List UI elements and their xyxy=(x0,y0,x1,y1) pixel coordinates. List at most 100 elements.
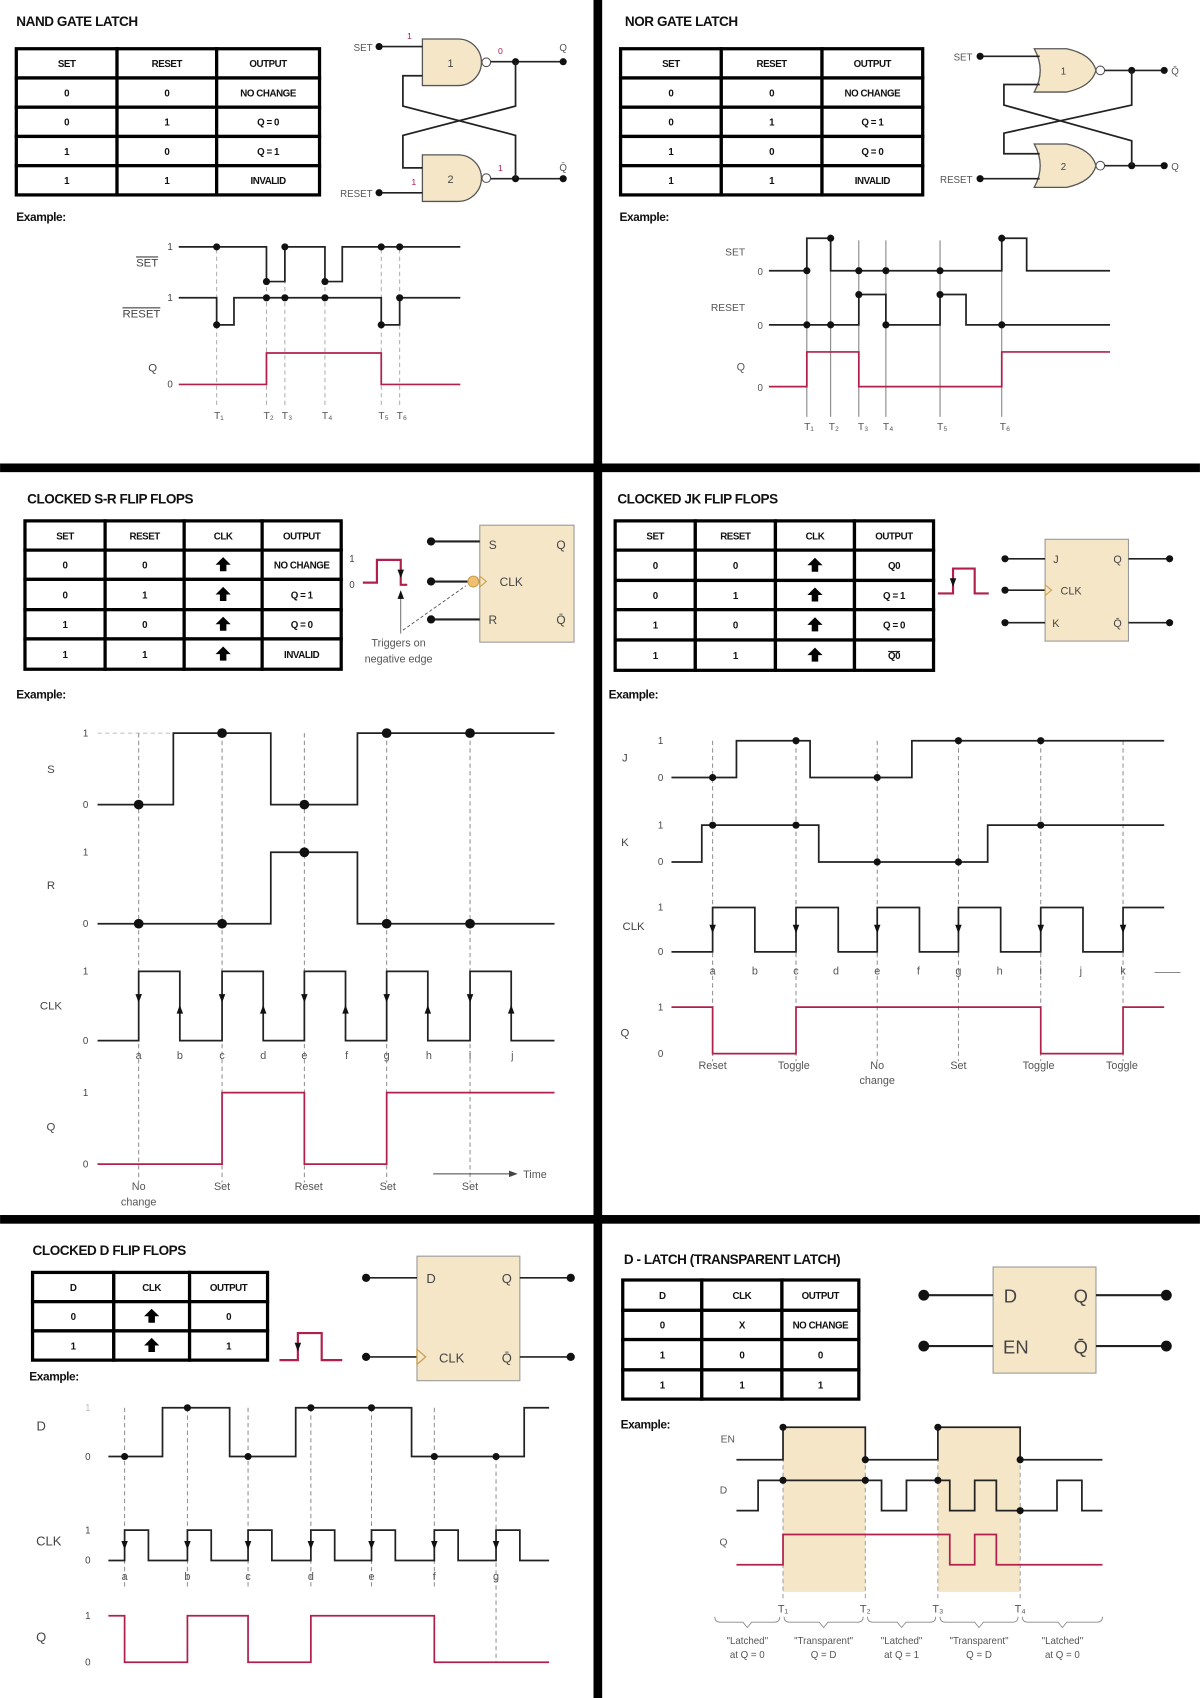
input-label-set: SET xyxy=(354,43,373,54)
table-cell xyxy=(852,548,936,583)
table-cell-text: NO CHANGE xyxy=(793,1321,850,1332)
junction-dot xyxy=(861,1476,869,1484)
rising-edge-arrow-icon xyxy=(383,994,390,1003)
junction-dot xyxy=(559,58,567,66)
junction-dot xyxy=(918,1340,930,1352)
table-cell xyxy=(780,1368,861,1401)
rising-edge-arrow-icon xyxy=(709,924,716,934)
output-label-q: Q xyxy=(1171,162,1179,173)
table-cell xyxy=(30,1300,116,1333)
time-tick: T₅ xyxy=(378,411,388,422)
table-cell xyxy=(23,637,107,671)
junction-dot xyxy=(934,1476,942,1484)
up-arrow-icon xyxy=(807,617,823,632)
signal-label: CLK xyxy=(36,1533,62,1548)
table-cell-text: Q = 0 xyxy=(257,118,280,129)
table-cell xyxy=(115,164,219,197)
table-cell-text: 0 xyxy=(668,88,674,99)
pin-clk: CLK xyxy=(500,575,523,589)
flip-flop-symbol xyxy=(1044,538,1130,642)
panel-title: CLOCKED JK FLIP FLOPS xyxy=(617,492,778,507)
phase-label: "Latched" xyxy=(726,1636,768,1647)
level-label: 0 xyxy=(658,773,664,784)
level-label: 1 xyxy=(167,242,172,253)
signal-label: Q xyxy=(719,1537,727,1548)
clock-edge-label: j xyxy=(1079,966,1082,978)
panel-title: CLOCKED D FLIP FLOPS xyxy=(33,1243,187,1258)
rising-edge-arrow-icon xyxy=(949,578,957,587)
table-cell xyxy=(852,638,936,672)
table-cell xyxy=(700,1368,784,1401)
clock-pulse-icon xyxy=(362,558,408,586)
waveform-s xyxy=(97,732,555,806)
table-header-cell xyxy=(820,47,925,80)
table-cell-text: 0 xyxy=(164,88,170,99)
clock-edge-label: i xyxy=(469,1050,471,1062)
junction-dot xyxy=(827,321,835,329)
rising-edge-arrow-icon xyxy=(244,1540,252,1550)
waveform-en xyxy=(736,1426,1103,1461)
junction-dot xyxy=(262,277,271,286)
waveform-clk xyxy=(108,1529,550,1562)
table-cell xyxy=(215,105,322,139)
pin-r: R xyxy=(488,613,497,627)
time-tick: T₄ xyxy=(322,411,332,422)
junction-dot xyxy=(855,267,863,275)
waveform-j xyxy=(671,739,1165,779)
table-cell-text: 0 xyxy=(733,561,739,572)
junction-dot xyxy=(133,799,144,810)
table-cell-text: Q = 1 xyxy=(291,590,314,601)
level-label: 0 xyxy=(658,857,664,868)
table-cell-text: 1 xyxy=(733,591,739,602)
junction-dot xyxy=(803,267,811,275)
junction-dot xyxy=(1037,737,1045,745)
clock-edge-label: b xyxy=(752,966,758,978)
pin-q: Q xyxy=(502,1271,512,1286)
table-cell xyxy=(260,637,343,671)
table-cell-text: Q = 1 xyxy=(883,591,906,602)
signal-label: J xyxy=(622,752,628,764)
phase-label: "Transparent" xyxy=(794,1636,854,1647)
signal-label: R xyxy=(47,880,55,892)
falling-edge-arrow-icon xyxy=(397,569,404,579)
nand-gate-icon xyxy=(421,154,482,203)
pin-q: Q xyxy=(556,538,565,552)
example-label: Example: xyxy=(621,1417,670,1431)
level-label: 0 xyxy=(83,1036,89,1047)
rising-edge-arrow-icon xyxy=(184,1540,191,1550)
time-tick: T₁ xyxy=(778,1603,789,1615)
rising-edge-arrow-icon xyxy=(792,924,800,934)
table-cell-text: 0 xyxy=(63,590,69,601)
divider-vertical xyxy=(593,0,603,1698)
pulse-level-1: 1 xyxy=(349,554,354,565)
table-cell-text: 1 xyxy=(668,147,674,158)
flip-flop-symbol xyxy=(479,524,575,643)
junction-dot xyxy=(827,234,835,242)
rising-edge-arrow-icon xyxy=(307,1540,315,1550)
signal-label: D xyxy=(720,1485,727,1496)
waveform-clk xyxy=(671,906,1165,953)
clock-edge-label: j xyxy=(510,1050,513,1062)
junction-dot xyxy=(936,290,944,299)
time-tick: T₂ xyxy=(263,411,273,422)
junction-dot xyxy=(133,918,144,929)
time-tick: T₃ xyxy=(932,1603,943,1615)
table-cell xyxy=(700,1308,784,1342)
junction-dot xyxy=(396,294,404,302)
brace xyxy=(867,1616,937,1629)
event-label: Toggle xyxy=(778,1060,810,1072)
phase-label: at Q = 0 xyxy=(730,1650,765,1661)
time-tick: T₃ xyxy=(282,411,292,422)
time-tick: T₂ xyxy=(829,422,839,433)
table-header: D xyxy=(659,1291,666,1302)
gate-number: 1 xyxy=(448,58,454,70)
table-header-cell xyxy=(700,1278,784,1312)
level-label: 0 xyxy=(83,1159,89,1170)
waveform-reset xyxy=(768,293,1111,326)
table-cell-text: 0 xyxy=(739,1351,745,1362)
signal-label: EN xyxy=(721,1434,735,1445)
table-cell xyxy=(820,76,925,109)
table-cell-text: 1 xyxy=(818,1380,824,1391)
